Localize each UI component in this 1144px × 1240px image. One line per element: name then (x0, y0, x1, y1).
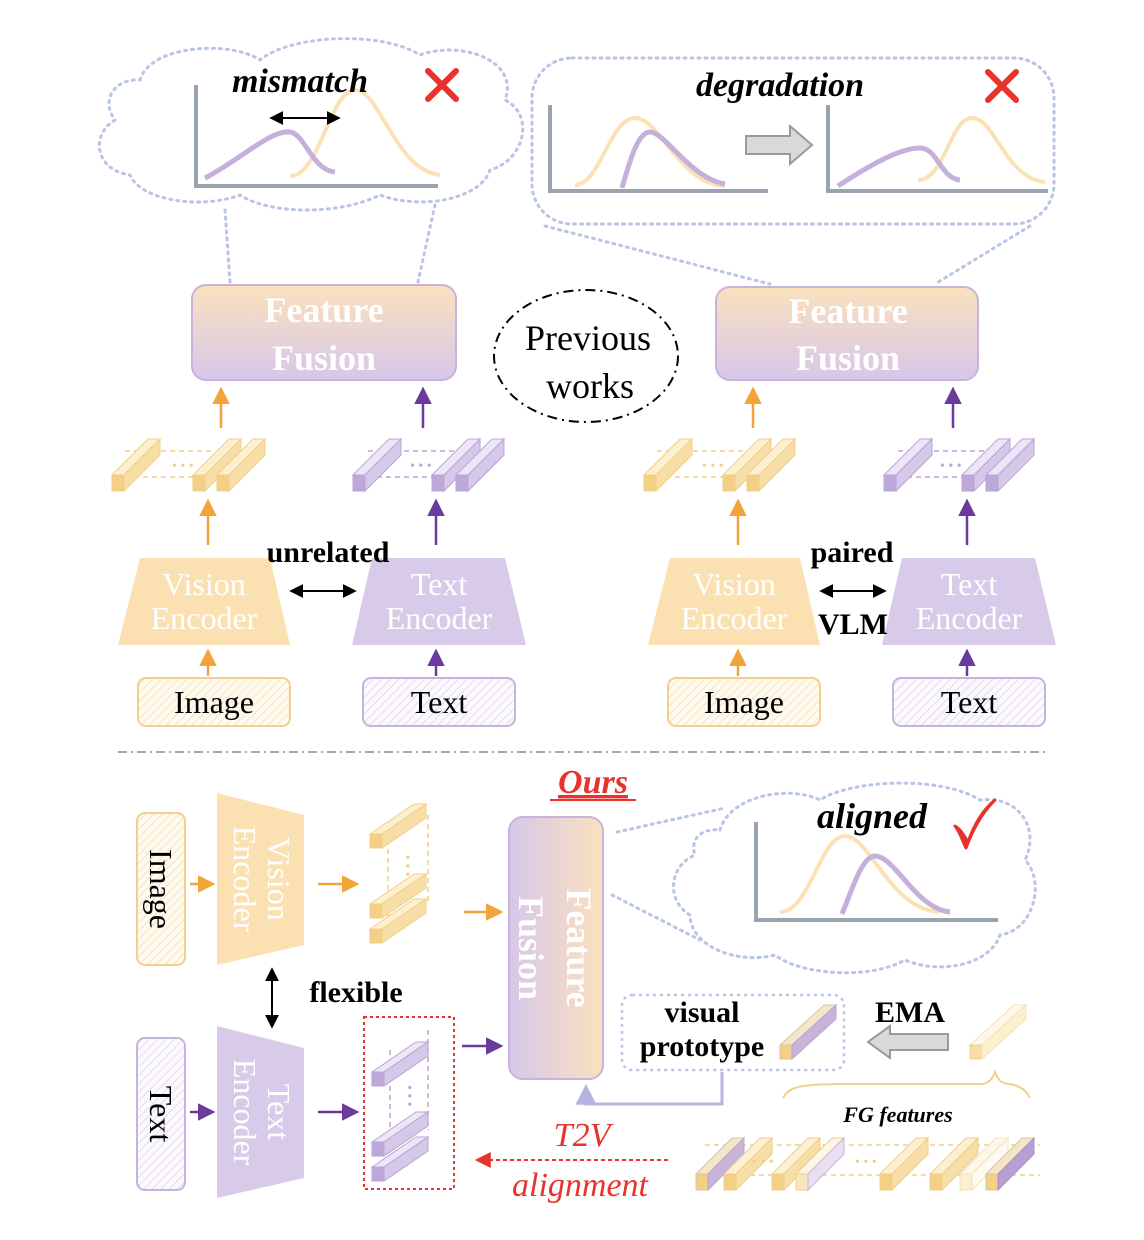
svg-text:• • •: • • • (855, 1155, 877, 1170)
svg-text:• • •: • • • (702, 459, 724, 474)
visual-prototype-line1: visual (664, 996, 739, 1029)
degradation-callout (530, 56, 1056, 226)
alignment-label: alignment (512, 1167, 650, 1204)
previous-works-line2: works (546, 366, 634, 406)
vision-encoder-line1: Vision (692, 566, 775, 602)
image-input (136, 812, 186, 966)
feature-fusion-line1: Feature (788, 291, 907, 331)
feature-fusion-line1: Feature (559, 888, 599, 1007)
vision-features: • • • (368, 803, 429, 944)
svg-text:• • •: • • • (172, 459, 194, 474)
vision-encoder (217, 793, 304, 965)
feature-fusion-line1: Feature (264, 290, 383, 330)
image-input-label: Image (174, 684, 254, 720)
text-encoder (882, 558, 1056, 645)
text-features: • • • (883, 438, 1035, 492)
svg-text:• • •: • • • (940, 459, 962, 474)
svg-text:• • •: • • • (410, 459, 432, 474)
callout-line (933, 224, 1032, 286)
text-encoder-line2: Encoder (227, 1059, 263, 1166)
image-input-label: Image (704, 684, 784, 720)
text-encoder (217, 1026, 304, 1198)
callout-line (223, 208, 232, 284)
vision-features: • • • (643, 438, 796, 492)
visual-prototype-line2: prototype (640, 1030, 764, 1063)
gray-arrow-icon (745, 123, 814, 167)
text-input-label: Text (941, 684, 998, 720)
fg-brace (782, 1069, 1031, 1099)
vision-features: • • • (111, 438, 266, 492)
aligned-plot (754, 822, 998, 922)
mismatch-label: mismatch (232, 63, 368, 100)
fg-features: • • • • • • (694, 1136, 1040, 1192)
feature-fusion-box (715, 286, 979, 381)
gray-arrow-icon (866, 1024, 949, 1060)
text-encoder-line2: Encoder (386, 600, 493, 636)
feature-fusion-box (508, 816, 604, 1080)
image-input-label: Image (143, 849, 179, 929)
vision-encoder (648, 558, 820, 645)
text-features: • • • (352, 438, 505, 492)
text-encoder-line1: Text (261, 1084, 297, 1141)
degradation-label: degradation (696, 67, 864, 104)
top-left-panel: mismatch Feature Fusion • • • • • • (97, 37, 526, 727)
image-input (137, 677, 291, 727)
vlm-label: VLM (818, 608, 888, 641)
text-input-label: Text (411, 684, 468, 720)
flexible-label: flexible (309, 976, 402, 1009)
vision-encoder-line2: Encoder (227, 826, 263, 933)
text-encoder-line1: Text (411, 566, 468, 602)
previous-works-line1: Previous (525, 318, 651, 358)
callout-line (543, 224, 772, 286)
text-input (136, 1037, 186, 1191)
ema-bar (968, 1003, 1028, 1061)
image-input (667, 677, 821, 727)
vision-encoder-line1: Vision (261, 837, 297, 920)
svg-text:• • •: • • • (401, 1085, 416, 1107)
ema-label: EMA (875, 996, 945, 1029)
text-input (362, 677, 516, 727)
callout-line (610, 893, 702, 942)
prototype-feedback-arrow (575, 1072, 724, 1106)
top-right-panel: degradation Feature Fusion (530, 56, 1056, 727)
text-input-label: Text (143, 1086, 179, 1143)
previous-works-ellipse (493, 289, 679, 423)
cross-icon (425, 68, 459, 102)
svg-text:• • •: • • • (752, 1155, 774, 1170)
vision-encoder-line1: Vision (162, 566, 245, 602)
vision-encoder-line2: Encoder (681, 600, 788, 636)
paired-label: paired (811, 536, 894, 569)
feature-fusion-box (191, 284, 457, 381)
text-encoder-line2: Encoder (916, 600, 1023, 636)
degradation-plot-before (548, 105, 768, 193)
text-input (892, 677, 1046, 727)
text-features-highlight (363, 1016, 455, 1190)
cross-icon (985, 69, 1019, 103)
ours-label: Ours (558, 764, 628, 801)
vision-encoder (118, 558, 290, 645)
text-features: • • • (370, 1030, 430, 1182)
prototype-bar (778, 1003, 838, 1061)
unrelated-label: unrelated (267, 536, 390, 569)
degradation-plot-after (826, 105, 1048, 193)
feature-fusion-line2: Fusion (272, 338, 376, 378)
fg-features-label: FG features (842, 1102, 952, 1127)
aligned-label: aligned (817, 796, 928, 836)
bottom-panel: Ours aligned Image Vision Encoder (136, 764, 1040, 1204)
visual-prototype-box (620, 993, 846, 1072)
mismatch-plot (194, 85, 441, 188)
callout-line (416, 203, 437, 284)
t2v-label: T2V (554, 1117, 615, 1154)
feature-fusion-line2: Fusion (796, 338, 900, 378)
vision-encoder-line2: Encoder (151, 600, 258, 636)
svg-text:• • •: • • • (399, 855, 414, 877)
aligned-cloud (672, 781, 1037, 975)
feature-fusion-line2: Fusion (511, 896, 551, 1000)
text-encoder-line1: Text (941, 566, 998, 602)
text-encoder (352, 558, 526, 645)
mismatch-cloud (97, 37, 525, 212)
check-icon (953, 798, 997, 850)
callout-line (615, 806, 727, 834)
